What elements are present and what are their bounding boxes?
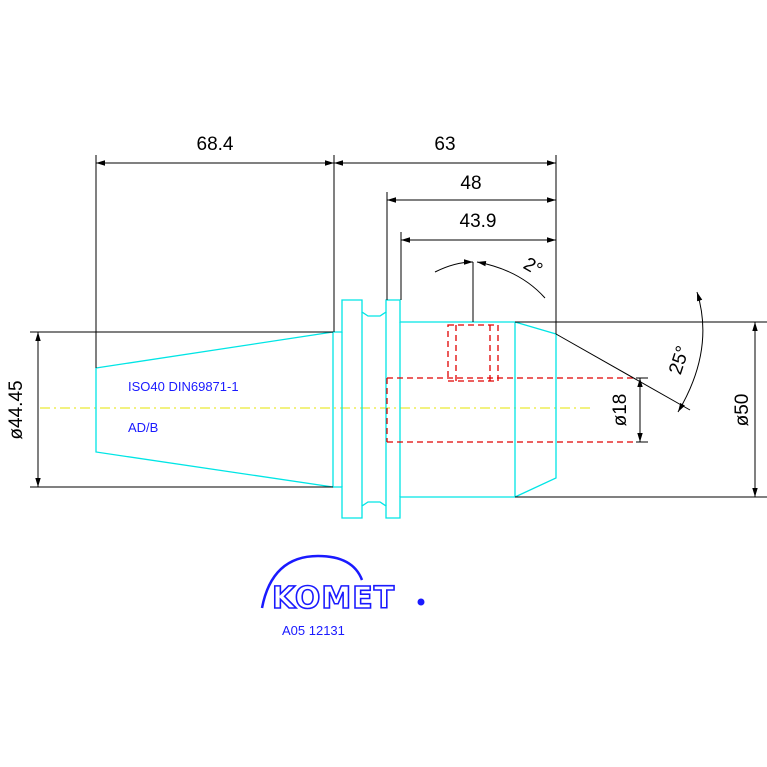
komet-logo: KOMET	[260, 554, 425, 617]
variant-label: AD/B	[128, 420, 158, 435]
tool-outline	[95, 299, 557, 519]
extension-lines	[30, 155, 767, 498]
standard-label: ISO40 DIN69871-1	[128, 379, 239, 394]
dim-63: 63	[434, 134, 455, 155]
dim-dia-50: ø50	[732, 394, 753, 427]
horizontal-dimensions	[96, 160, 556, 243]
hidden-bore	[386, 324, 636, 443]
logo-dot	[417, 598, 425, 606]
angle-dimensions	[434, 259, 704, 413]
dim-angle-25: 25°	[665, 343, 694, 377]
dim-68-4: 68.4	[197, 134, 234, 155]
logo-arc	[260, 554, 364, 609]
part-number: A05 12131	[282, 623, 345, 638]
dim-43-9: 43.9	[460, 211, 497, 232]
dim-48: 48	[460, 173, 481, 194]
dim-dia-18: ø18	[610, 394, 631, 427]
dim-angle-2: 2°	[520, 254, 546, 281]
vertical-dimensions	[35, 322, 758, 497]
logo-brand: KOMET	[272, 581, 395, 616]
dim-dia-44-45: ø44.45	[6, 380, 27, 439]
